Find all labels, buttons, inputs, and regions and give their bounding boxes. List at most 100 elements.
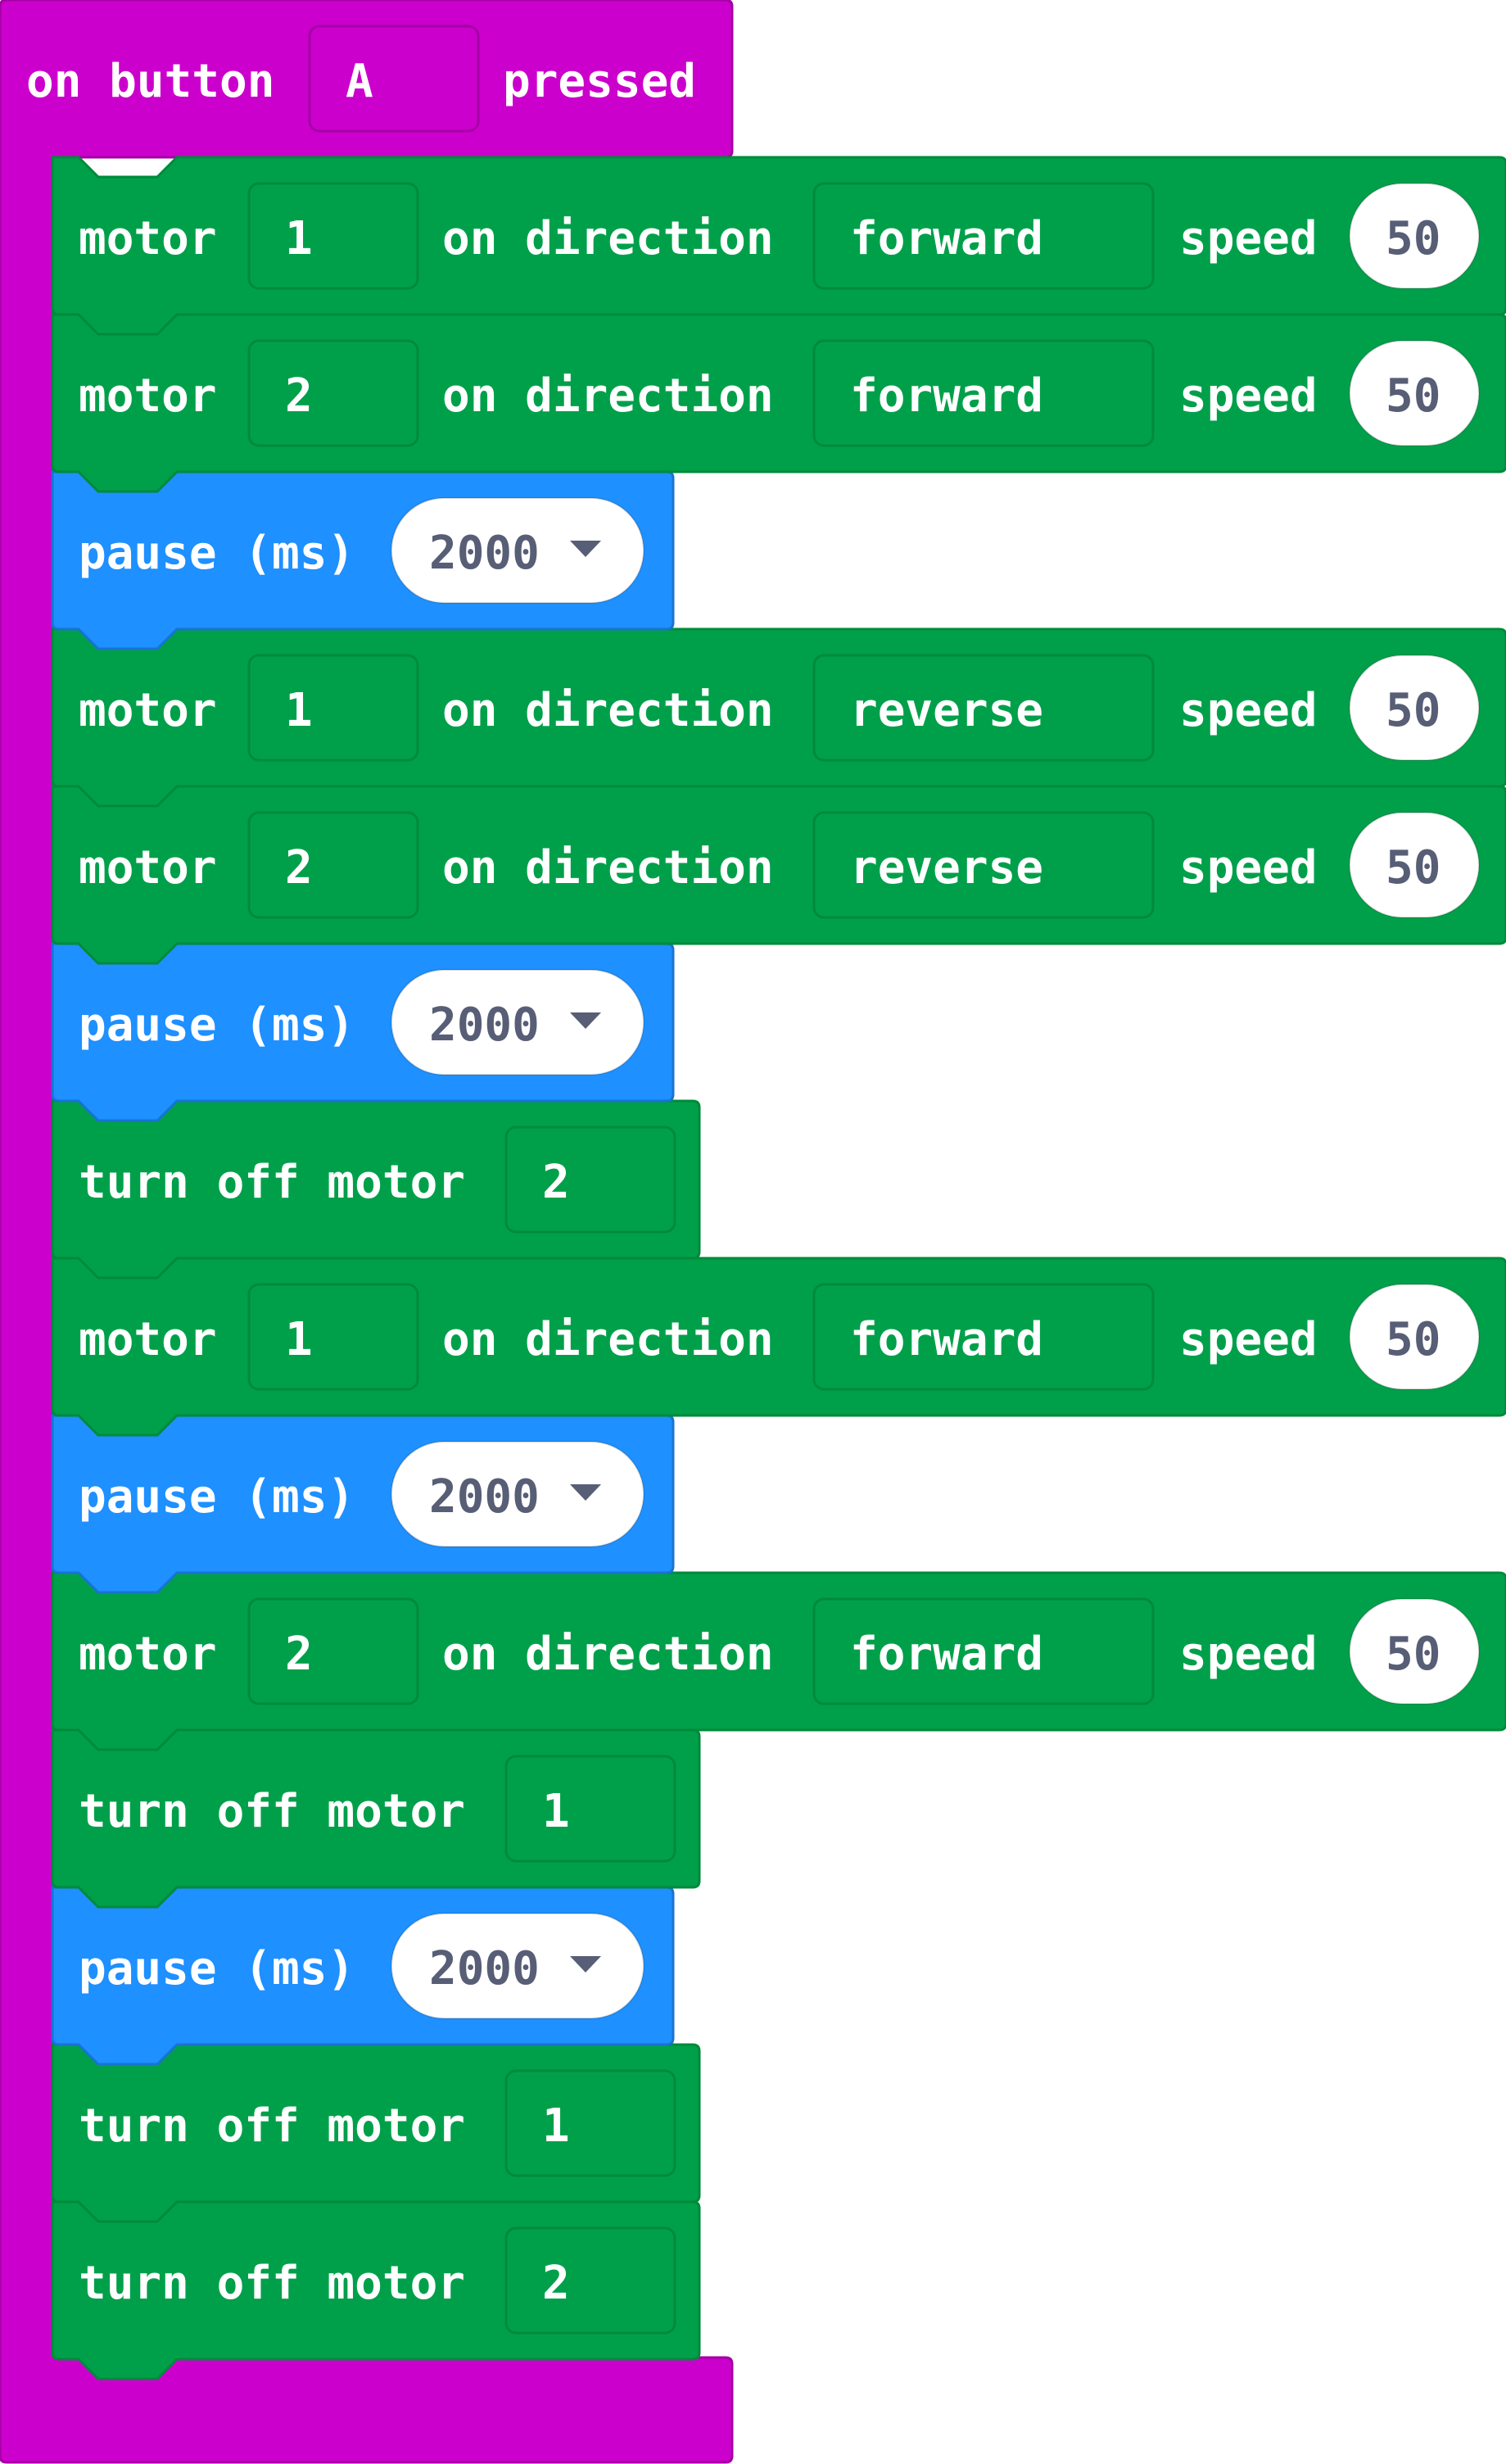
motor-number-field[interactable]	[504, 1755, 676, 1863]
dropdown-caret-icon[interactable]	[570, 1012, 601, 1029]
pause-block[interactable]: pause (ms) 2000	[51, 470, 675, 650]
motor-number-field[interactable]	[247, 339, 419, 447]
speed-value: 50	[1386, 684, 1440, 737]
event-label-prefix: on button	[26, 55, 274, 108]
motor-block[interactable]: motor 1 on direction forward speed 50	[51, 156, 1506, 336]
speed-label: speed	[1179, 684, 1318, 737]
speed-input[interactable]	[1349, 1598, 1480, 1705]
speed-input[interactable]	[1349, 340, 1480, 446]
pause-label: pause (ms)	[79, 1942, 355, 1995]
motor-label: motor	[79, 369, 217, 423]
motor-number-field[interactable]	[247, 1597, 419, 1705]
direction-dropdown-field[interactable]	[812, 339, 1155, 447]
motor-number-value: 1	[542, 1785, 570, 1838]
speed-value: 50	[1386, 369, 1440, 423]
direction-dropdown-field[interactable]	[812, 1597, 1155, 1705]
motor-label: motor	[79, 212, 217, 265]
pause-duration-value: 2000	[429, 1470, 540, 1524]
direction-dropdown-field[interactable]	[812, 654, 1155, 762]
speed-value: 50	[1386, 1313, 1440, 1366]
motor-number-field[interactable]	[247, 654, 419, 762]
event-label-suffix: pressed	[503, 55, 696, 108]
motor-block[interactable]: motor 1 on direction forward speed 50	[51, 1257, 1506, 1437]
direction-value: forward	[850, 1628, 1043, 1681]
motor-number-field[interactable]	[247, 182, 419, 290]
pause-duration-dropdown[interactable]	[391, 1441, 644, 1547]
button-selector-value: A	[346, 55, 373, 108]
motor-number-value: 1	[285, 1313, 313, 1366]
turn-off-motor-label: turn off motor	[79, 2099, 465, 2153]
motor-label: motor	[79, 841, 217, 895]
speed-label: speed	[1179, 841, 1318, 895]
direction-dropdown-field[interactable]	[812, 811, 1155, 919]
on-direction-label: on direction	[442, 1313, 774, 1366]
direction-dropdown-field[interactable]	[812, 182, 1155, 290]
direction-dropdown-field[interactable]	[812, 1283, 1155, 1391]
speed-label: speed	[1179, 212, 1318, 265]
speed-label: speed	[1179, 369, 1318, 423]
speed-input[interactable]	[1349, 812, 1480, 918]
motor-label: motor	[79, 1313, 217, 1366]
button-selector-field[interactable]	[308, 25, 480, 133]
on-direction-label: on direction	[442, 369, 774, 423]
speed-value: 50	[1386, 1628, 1440, 1681]
dropdown-caret-icon[interactable]	[570, 1956, 601, 1973]
speed-input[interactable]	[1349, 654, 1480, 761]
direction-value: forward	[850, 369, 1043, 423]
on-button-pressed-block[interactable]: on button A pressed	[0, 0, 734, 2464]
speed-label: speed	[1179, 1628, 1318, 1681]
motor-block[interactable]: motor 2 on direction forward speed 50	[51, 1571, 1506, 1751]
direction-value: reverse	[850, 684, 1043, 737]
off-block[interactable]: turn off motor 1	[51, 1728, 701, 1909]
on-direction-label: on direction	[442, 841, 774, 895]
motor-block[interactable]: motor 2 on direction forward speed 50	[51, 313, 1506, 493]
motor-number-value: 2	[542, 1156, 570, 1209]
pause-label: pause (ms)	[79, 1470, 355, 1524]
speed-value: 50	[1386, 841, 1440, 895]
dropdown-caret-icon[interactable]	[570, 1484, 601, 1501]
pause-duration-value: 2000	[429, 1942, 540, 1995]
speed-value: 50	[1386, 212, 1440, 265]
motor-number-value: 2	[285, 841, 313, 895]
speed-input[interactable]	[1349, 1284, 1480, 1390]
off-block[interactable]: turn off motor 1	[51, 2043, 701, 2223]
pause-label: pause (ms)	[79, 527, 355, 580]
motor-number-field[interactable]	[504, 2069, 676, 2177]
turn-off-motor-label: turn off motor	[79, 1785, 465, 1838]
direction-value: forward	[850, 212, 1043, 265]
motor-number-value: 1	[542, 2099, 570, 2153]
pause-duration-dropdown[interactable]	[391, 497, 644, 604]
speed-label: speed	[1179, 1313, 1318, 1366]
on-direction-label: on direction	[442, 212, 774, 265]
direction-value: reverse	[850, 841, 1043, 895]
dropdown-caret-icon[interactable]	[570, 541, 601, 557]
motor-number-value: 1	[285, 212, 313, 265]
pause-duration-dropdown[interactable]	[391, 1913, 644, 2019]
off-block[interactable]: turn off motor 2	[51, 1099, 701, 1280]
pause-duration-value: 2000	[429, 999, 540, 1052]
motor-label: motor	[79, 684, 217, 737]
turn-off-motor-label: turn off motor	[79, 1156, 465, 1209]
pause-block[interactable]: pause (ms) 2000	[51, 1886, 675, 2066]
pause-block[interactable]: pause (ms) 2000	[51, 1414, 675, 1594]
motor-block[interactable]: motor 2 on direction reverse speed 50	[51, 785, 1506, 965]
motor-number-value: 2	[285, 369, 313, 423]
pause-duration-dropdown[interactable]	[391, 969, 644, 1076]
direction-value: forward	[850, 1313, 1043, 1366]
speed-input[interactable]	[1349, 183, 1480, 289]
motor-number-value: 2	[285, 1628, 313, 1681]
motor-label: motor	[79, 1628, 217, 1681]
motor-number-field[interactable]	[504, 1126, 676, 1234]
off-block[interactable]: turn off motor 2	[51, 2200, 701, 2380]
turn-off-motor-label: turn off motor	[79, 2257, 465, 2310]
motor-number-field[interactable]	[247, 811, 419, 919]
motor-number-value: 2	[542, 2257, 570, 2310]
motor-number-field[interactable]	[247, 1283, 419, 1391]
motor-number-field[interactable]	[504, 2226, 676, 2335]
pause-block[interactable]: pause (ms)2000	[51, 942, 675, 1122]
on-direction-label: on direction	[442, 1628, 774, 1681]
on-direction-label: on direction	[442, 684, 774, 737]
pause-duration-value: 2000	[429, 527, 540, 580]
